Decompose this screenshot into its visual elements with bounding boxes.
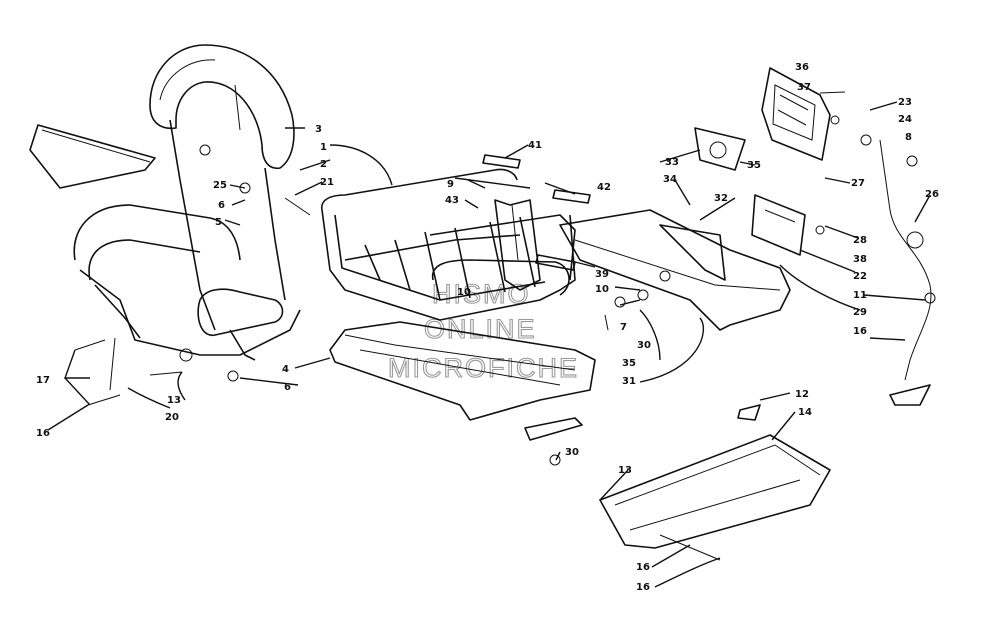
callout-2: 2 <box>320 159 327 170</box>
leader-lines <box>47 101 931 588</box>
side-panel-part <box>559 209 791 331</box>
callout-14: 14 <box>798 407 812 418</box>
callout-43: 43 <box>445 195 459 206</box>
callout-3: 3 <box>315 124 322 135</box>
callout-41: 41 <box>528 140 542 151</box>
callout-36: 36 <box>795 62 809 73</box>
callout-16-bottom-b: 16 <box>636 582 650 593</box>
callout-35: 35 <box>747 160 761 171</box>
backrest-frame-part <box>73 119 301 361</box>
callout-20: 20 <box>165 412 179 423</box>
callout-30-lower: 30 <box>565 447 579 458</box>
callout-42: 42 <box>597 182 611 193</box>
cargo-rack-part <box>321 168 576 321</box>
callout-34: 34 <box>663 174 677 185</box>
callout-4: 4 <box>282 364 289 375</box>
callout-27: 27 <box>851 178 865 189</box>
wire-harness-part <box>879 139 936 406</box>
callout-33: 33 <box>665 157 679 168</box>
callout-11: 11 <box>853 290 867 301</box>
callout-32: 32 <box>714 193 728 204</box>
callout-12: 12 <box>795 389 809 400</box>
callout-23: 23 <box>898 97 912 108</box>
callout-22: 22 <box>853 271 867 282</box>
callout-28: 28 <box>853 235 867 246</box>
callout-24: 24 <box>898 114 912 125</box>
callout-31: 31 <box>622 376 636 387</box>
callout-10-lower: 10 <box>595 284 609 295</box>
rack-base-part <box>329 321 596 441</box>
callout-29: 29 <box>853 307 867 318</box>
callout-26: 26 <box>925 189 939 200</box>
callout-labels: 36 37 23 24 8 33 35 3 1 2 21 41 34 27 26… <box>36 62 939 593</box>
callout-16-right: 16 <box>853 326 867 337</box>
callout-38: 38 <box>853 254 867 265</box>
watermark: HISMO ONLINE MICROFICHE <box>387 278 577 383</box>
taillight-part <box>694 67 831 171</box>
decal-parts <box>482 154 591 271</box>
backrest-pad-part <box>149 44 295 170</box>
callout-7: 7 <box>620 322 627 333</box>
callout-8: 8 <box>905 132 912 143</box>
watermark-line-1: HISMO <box>432 279 531 309</box>
callout-1: 1 <box>320 142 327 153</box>
callout-37: 37 <box>797 82 811 93</box>
callout-39: 39 <box>595 269 609 280</box>
callout-10-upper: 10 <box>457 287 471 298</box>
callout-13-left: 13 <box>167 395 181 406</box>
callout-13-lower: 13 <box>618 465 632 476</box>
seat-panel-part <box>29 124 156 189</box>
callout-6-lower: 6 <box>284 382 291 393</box>
callout-16-left: 16 <box>36 428 50 439</box>
callout-16-bottom-a: 16 <box>636 562 650 573</box>
callout-6: 6 <box>218 200 225 211</box>
callout-21: 21 <box>320 177 334 188</box>
callout-17: 17 <box>36 375 50 386</box>
callout-30-upper: 30 <box>637 340 651 351</box>
bracket-part <box>751 194 806 256</box>
callout-5: 5 <box>215 217 222 228</box>
footrest-part <box>599 404 831 549</box>
callout-25: 25 <box>213 180 227 191</box>
callout-9: 9 <box>447 179 454 190</box>
callout-35-lower: 35 <box>622 358 636 369</box>
hardware-parts <box>74 91 918 561</box>
